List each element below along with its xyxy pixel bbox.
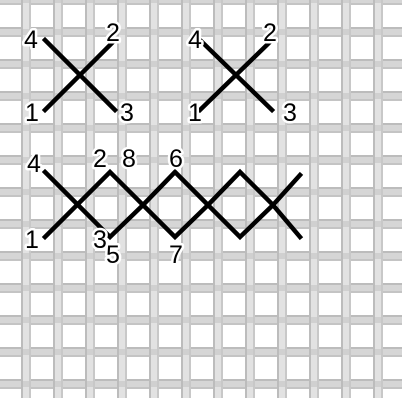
stitch-number-label: 5 bbox=[106, 241, 120, 269]
stitch-number-label: 3 bbox=[120, 99, 134, 127]
stitch-number-label: 3 bbox=[283, 99, 297, 127]
stitch-number-label: 1 bbox=[188, 99, 202, 127]
stitch-number-label: 1 bbox=[25, 226, 39, 254]
stitch-number-label: 4 bbox=[24, 26, 38, 54]
stitch-number-label: 2 bbox=[263, 19, 277, 47]
stitch-number-label: 8 bbox=[122, 145, 136, 173]
stitch-number-label: 2 bbox=[93, 145, 107, 173]
stitch-number-label: 1 bbox=[25, 99, 39, 127]
stitch-number-label: 4 bbox=[27, 150, 41, 178]
stitch-number-label: 6 bbox=[169, 145, 183, 173]
stitch-number-label: 7 bbox=[169, 241, 183, 269]
stitch-number-label: 2 bbox=[106, 19, 120, 47]
stitch-number-label: 4 bbox=[188, 26, 202, 54]
stitch-number-label: 3 bbox=[93, 226, 107, 254]
